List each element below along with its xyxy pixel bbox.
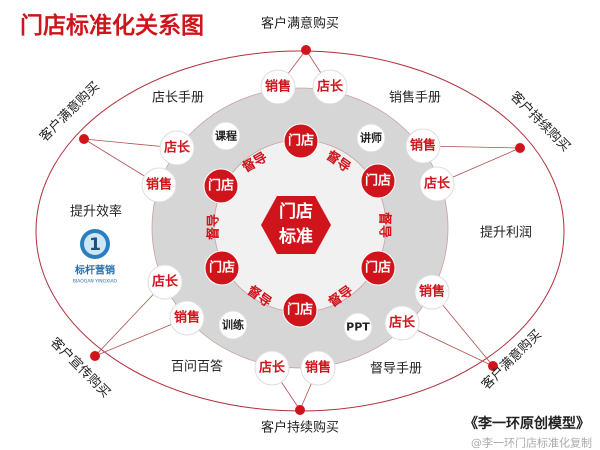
svg-text:门店: 门店	[208, 178, 234, 194]
svg-text:店长: 店长	[389, 315, 416, 331]
svg-text:店长: 店长	[424, 176, 451, 192]
touchpoint-dot	[79, 134, 89, 144]
node-store: 门店	[360, 163, 396, 199]
label-sales-manual: 销售手册	[389, 90, 441, 106]
svg-text:标杆营销: 标杆营销	[74, 264, 115, 277]
touchpoint-dot	[488, 361, 498, 371]
svg-text:门店: 门店	[365, 260, 391, 276]
svg-text:销售: 销售	[265, 79, 291, 95]
svg-text:销售: 销售	[410, 138, 436, 154]
touchpoint-dot	[515, 143, 525, 153]
touchpoint-dot	[295, 405, 305, 415]
watermark: @李一环门店标准化复制	[471, 436, 592, 450]
svg-text:PPT: PPT	[346, 321, 370, 334]
node-sales: 销售	[169, 300, 205, 336]
svg-text:销售: 销售	[305, 360, 331, 376]
svg-text:门店: 门店	[365, 173, 391, 189]
touchpoint-dot	[90, 351, 100, 361]
label-qa: 百问百答	[171, 359, 223, 375]
svg-text:BIAOGAN YINGXIAO: BIAOGAN YINGXIAO	[73, 279, 118, 285]
svg-text:销售: 销售	[146, 177, 172, 193]
label-supervisor: 督导	[206, 214, 222, 240]
svg-text:销售: 销售	[174, 310, 200, 326]
node-store: 门店	[360, 250, 396, 286]
node-store: 门店	[203, 168, 239, 204]
node-sales: 销售	[141, 167, 177, 203]
node-store: 门店	[283, 123, 319, 159]
label-supervisor: 督导	[377, 212, 393, 238]
svg-text:标准: 标准	[279, 226, 313, 247]
svg-text:讲师: 讲师	[360, 131, 382, 145]
label-bottom: 客户持续购买	[261, 420, 339, 436]
svg-text:门店: 门店	[288, 133, 314, 149]
node-lecturer: 讲师	[356, 123, 386, 153]
label-top: 客户满意购买	[261, 16, 339, 32]
svg-text:店长: 店长	[259, 360, 286, 376]
node-course: 课程	[211, 121, 241, 151]
logo: 1 标杆营销 BIAOGAN YINGXIAO	[73, 229, 118, 285]
node-sales: 销售	[260, 69, 296, 105]
svg-text:门店: 门店	[279, 201, 313, 222]
label-profit: 提升利润	[480, 225, 532, 241]
node-store: 门店	[204, 250, 240, 286]
svg-text:1: 1	[89, 235, 101, 255]
touchpoint-dot	[301, 45, 311, 55]
node-sales: 销售	[414, 274, 450, 310]
node-manager: 店长	[419, 166, 455, 202]
svg-text:门店: 门店	[209, 260, 235, 276]
node-manager: 店长	[147, 264, 183, 300]
svg-text:店长: 店长	[152, 274, 179, 290]
label-manager-manual: 店长手册	[152, 91, 204, 106]
svg-text:销售: 销售	[419, 284, 445, 300]
node-manager: 店长	[384, 305, 420, 341]
node-ppt: PPT	[343, 312, 373, 342]
svg-text:课程: 课程	[215, 129, 237, 143]
center-store-standard: 门店 标准	[261, 196, 331, 254]
label-efficiency: 提升效率	[70, 204, 122, 220]
node-manager: 店长	[312, 69, 348, 105]
model-caption: 《李一环原创模型》	[464, 415, 590, 432]
diagram-title: 门店标准化关系图	[20, 12, 204, 39]
svg-text:店长: 店长	[317, 79, 344, 95]
node-manager: 店长	[254, 350, 290, 386]
node-sales: 销售	[300, 350, 336, 386]
node-manager: 店长	[159, 130, 195, 166]
node-store: 门店	[282, 292, 318, 328]
svg-text:门店: 门店	[287, 302, 313, 318]
node-training: 训练	[218, 310, 248, 340]
node-sales: 销售	[405, 128, 441, 164]
svg-text:店长: 店长	[164, 140, 191, 156]
label-supervisor-manual: 督导手册	[370, 362, 422, 377]
svg-text:训练: 训练	[222, 318, 244, 332]
